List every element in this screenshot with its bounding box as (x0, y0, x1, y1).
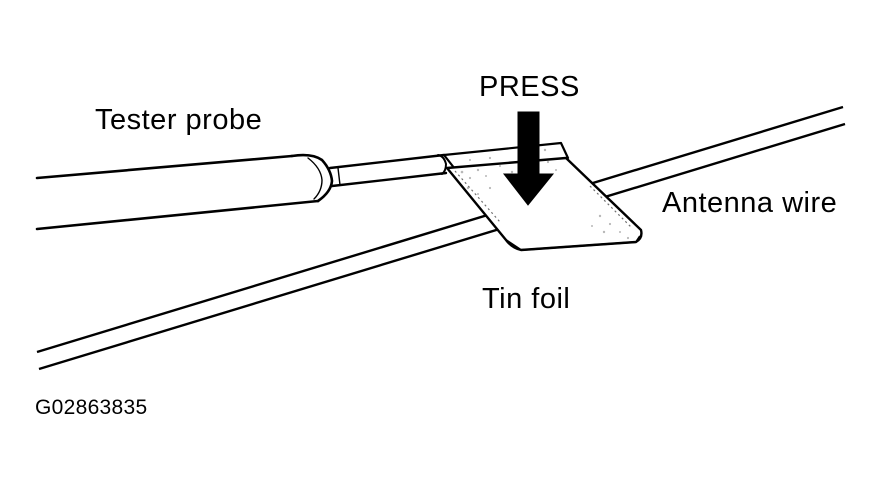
tester-probe (35, 153, 448, 231)
press-arrow-icon (502, 111, 555, 206)
antenna-wire (36, 105, 846, 371)
label-press: PRESS (479, 71, 580, 103)
tin-foil (442, 141, 643, 252)
label-tin-foil: Tin foil (482, 283, 571, 315)
label-antenna-wire: Antenna wire (662, 187, 838, 219)
figure-code: G02863835 (35, 396, 148, 419)
label-tester-probe: Tester probe (95, 104, 263, 136)
